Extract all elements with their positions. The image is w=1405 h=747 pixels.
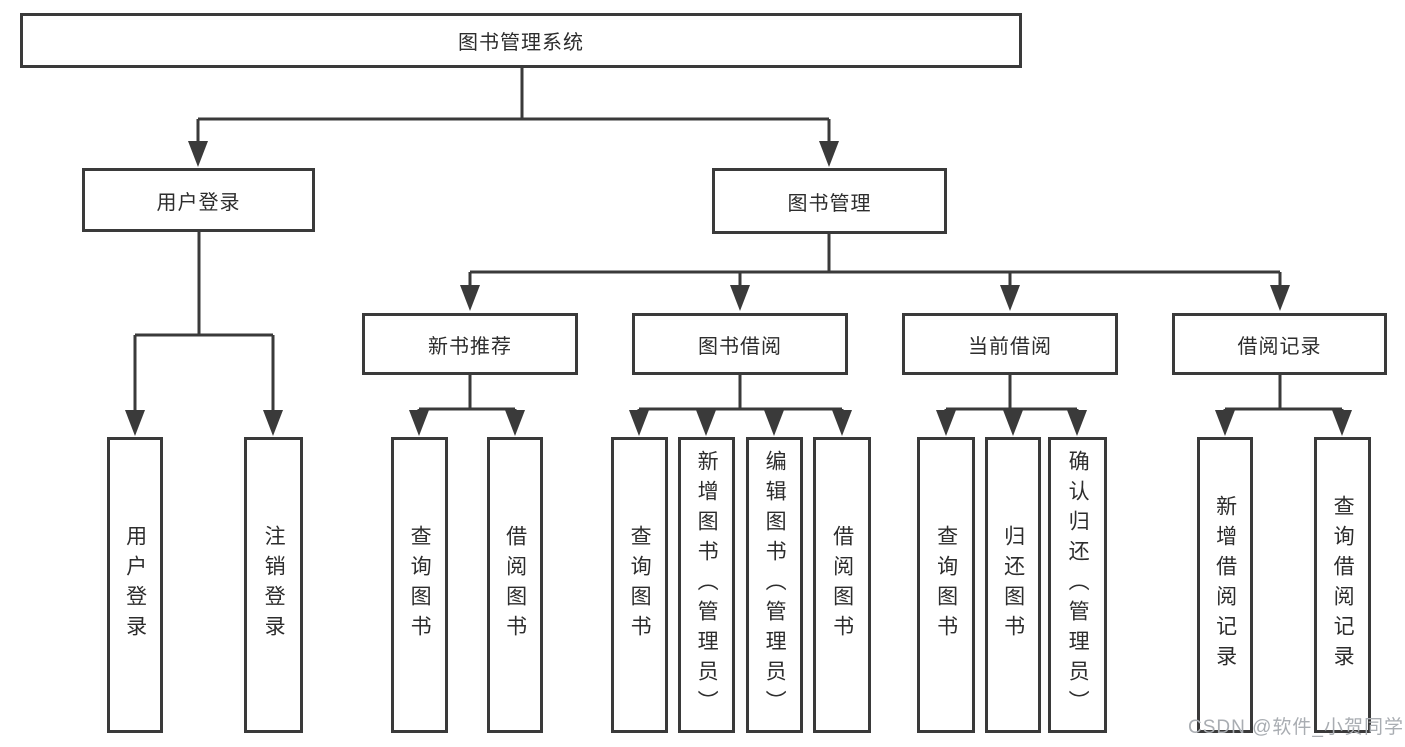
leaf-bw-add-books-admin: 新增图书（管理员） — [678, 437, 735, 733]
leaf-rec-add-record-label: 新增借阅记录 — [1213, 495, 1237, 675]
node-user-login: 用户登录 — [82, 168, 315, 232]
leaf-rec-add-record: 新增借阅记录 — [1197, 437, 1253, 733]
leaf-rec-query-record-label: 查询借阅记录 — [1331, 495, 1355, 675]
leaf-nb-query-books-label: 查询图书 — [408, 525, 432, 645]
leaf-cur-return-books: 归还图书 — [985, 437, 1041, 733]
node-book-management: 图书管理 — [712, 168, 947, 234]
node-book-borrow-label: 图书借阅 — [698, 335, 782, 358]
leaf-bw-edit-books-admin-label: 编辑图书（管理员） — [763, 450, 787, 720]
leaf-bw-add-books-admin-label: 新增图书（管理员） — [695, 450, 719, 720]
csdn-watermark: CSDN @软件_小贺同学 — [1188, 717, 1404, 738]
leaf-logout: 注销登录 — [244, 437, 303, 733]
leaf-bw-query-books-label: 查询图书 — [628, 525, 652, 645]
node-current-borrow: 当前借阅 — [902, 313, 1118, 375]
leaf-nb-borrow-books-label: 借阅图书 — [503, 525, 527, 645]
leaf-cur-confirm-return-admin: 确认归还（管理员） — [1048, 437, 1107, 733]
leaf-cur-confirm-return-admin-label: 确认归还（管理员） — [1066, 450, 1090, 720]
node-user-login-label: 用户登录 — [156, 191, 241, 214]
node-root-label: 图书管理系统 — [458, 32, 584, 54]
leaf-bw-query-books: 查询图书 — [611, 437, 668, 733]
node-borrow-records: 借阅记录 — [1172, 313, 1387, 375]
leaf-rec-query-record: 查询借阅记录 — [1314, 437, 1371, 733]
leaf-cur-query-books-label: 查询图书 — [934, 525, 958, 645]
node-current-borrow-label: 当前借阅 — [968, 335, 1052, 358]
node-book-borrow: 图书借阅 — [632, 313, 848, 375]
leaf-nb-borrow-books: 借阅图书 — [487, 437, 543, 733]
leaf-bw-edit-books-admin: 编辑图书（管理员） — [746, 437, 803, 733]
leaf-logout-label: 注销登录 — [262, 525, 286, 645]
node-new-book-recommend: 新书推荐 — [362, 313, 578, 375]
leaf-user-login: 用户登录 — [107, 437, 163, 733]
node-borrow-records-label: 借阅记录 — [1237, 335, 1322, 358]
leaf-cur-return-books-label: 归还图书 — [1001, 525, 1025, 645]
node-new-book-recommend-label: 新书推荐 — [428, 335, 512, 358]
node-book-management-label: 图书管理 — [787, 192, 872, 215]
leaf-user-login-label: 用户登录 — [123, 525, 147, 645]
node-root: 图书管理系统 — [20, 13, 1022, 68]
leaf-cur-query-books: 查询图书 — [917, 437, 975, 733]
leaf-nb-query-books: 查询图书 — [391, 437, 448, 733]
leaf-bw-borrow-books: 借阅图书 — [813, 437, 871, 733]
leaf-bw-borrow-books-label: 借阅图书 — [830, 525, 854, 645]
